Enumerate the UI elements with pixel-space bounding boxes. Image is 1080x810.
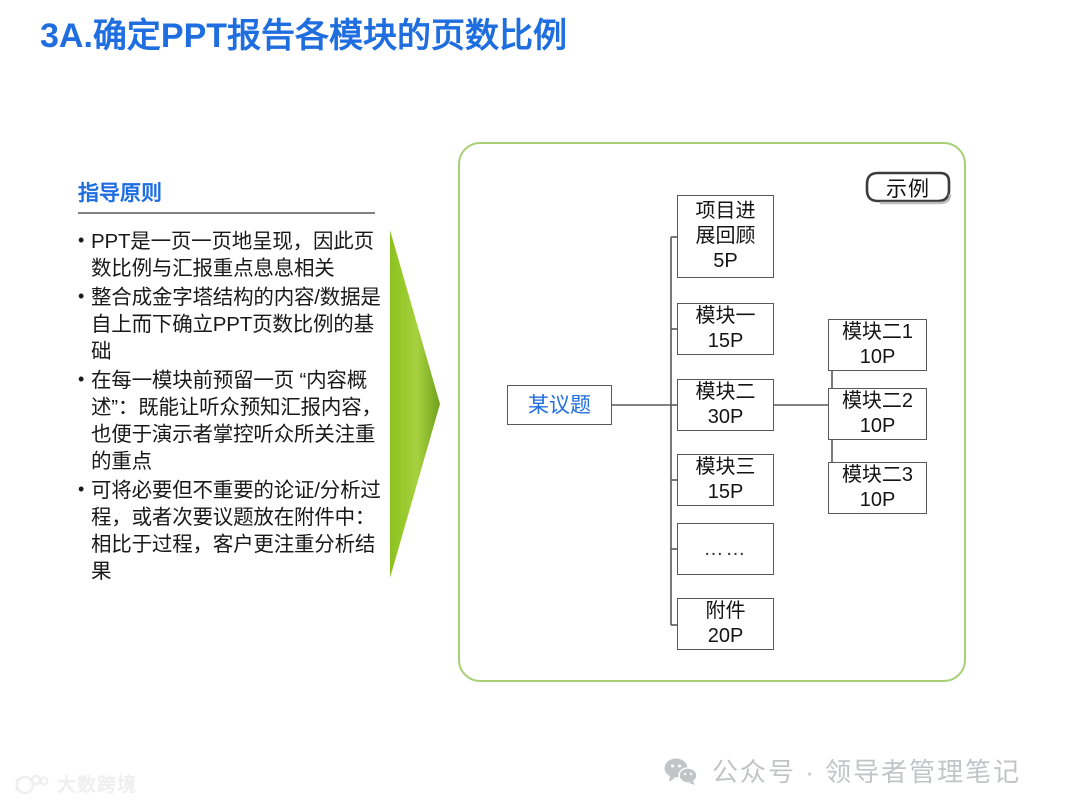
tree-node-pages: 10P [859,415,896,437]
tree-node-label: 模块二3 [841,464,914,486]
dashukuajing-logo-icon [15,774,49,794]
footer-label: 公众号 · 领导者管理笔记 [712,757,1022,787]
footer-brand: 公众号 · 领导者管理笔记 [664,752,1021,789]
tree-node-label: 模块二1 [841,321,914,343]
green-arrow-icon [390,230,440,578]
wechat-icon [664,758,698,785]
tree-node-pages: 10P [859,489,896,511]
watermark: 大数跨境 [14,770,137,797]
principles-bullet-list: PPT是一页一页地呈现，因此页数比例与汇报重点息息相关 整合成金字塔结构的内容/… [78,227,388,585]
tree-node-branch-6[interactable]: 附件 20P [677,598,774,650]
principles-panel: 指导原则 PPT是一页一页地呈现，因此页数比例与汇报重点息息相关 整合成金字塔结… [78,182,388,587]
tree-node-branch-4[interactable]: 模块三 15P [677,454,774,506]
tree-node-branch-2[interactable]: 模块一 15P [677,303,774,355]
tree-node-label: …… [703,537,748,560]
heading-divider [78,212,375,215]
tree-node-label: 某议题 [528,393,591,417]
list-item: 可将必要但不重要的论证/分析过程，或者次要议题放在附件中：相比于过程，客户更注重… [78,476,388,585]
tree-node-label: 模块三 [695,456,756,478]
list-item: PPT是一页一页地呈现，因此页数比例与汇报重点息息相关 [78,227,388,282]
tree-node-root[interactable]: 某议题 [507,385,612,425]
tree-node-pages: 30P [707,406,744,428]
tree-node-label: 附件 [705,600,746,622]
example-badge-label: 示例 [886,178,930,201]
tree-node-pages: 10P [859,346,896,368]
page-title: 3A.确定PPT报告各模块的页数比例 [40,17,568,55]
tree-node-pages: 5P [713,250,738,272]
watermark-label: 大数跨境 [57,775,138,796]
tree-node-sub-1[interactable]: 模块二1 10P [828,319,927,371]
tree-node-sub-3[interactable]: 模块二3 10P [828,462,927,514]
tree-node-branch-5[interactable]: …… [677,523,774,575]
tree-node-branch-1[interactable]: 项目进 展回顾 5P [677,195,774,278]
tree-node-pages: 15P [707,481,744,503]
list-item: 整合成金字塔结构的内容/数据是自上而下确立PPT页数比例的基础 [78,283,388,365]
example-badge-shape [865,171,952,205]
tree-node-sub-2[interactable]: 模块二2 10P [828,388,927,440]
tree-node-label: 模块一 [695,305,756,327]
tree-node-label: 项目进 [695,200,756,222]
tree-node-pages: 20P [707,625,744,647]
tree-node-pages: 15P [707,330,744,352]
tree-node-label: 模块二2 [841,390,914,412]
list-item: 在每一模块前预留一页 “内容概述”：既能让听众预知汇报内容，也便于演示者掌控听众… [78,366,388,475]
tree-node-label: 模块二 [695,381,756,403]
example-badge: 示例 [864,170,952,206]
tree-node-label-2: 展回顾 [695,225,756,247]
principles-heading: 指导原则 [78,182,162,205]
tree-node-branch-3[interactable]: 模块二 30P [677,379,774,431]
